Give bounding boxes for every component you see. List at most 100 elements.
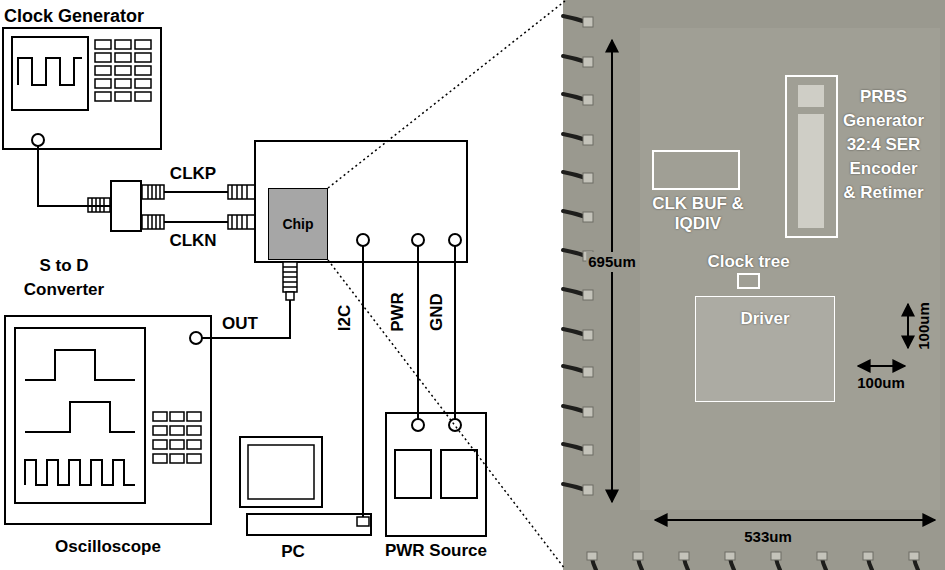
- zoom-line: [328, 260, 565, 569]
- box-text: Chip: [282, 214, 313, 234]
- output-cable: [202, 300, 290, 338]
- clock-cable: [164, 221, 228, 223]
- clock-generator-buttons: [135, 40, 151, 49]
- prbs-block-detail: [798, 85, 824, 107]
- bond-pad: [863, 552, 873, 560]
- zoom-line: [328, 1, 565, 188]
- signal-name: OUT: [222, 314, 258, 334]
- power-terminal: [412, 419, 461, 431]
- wire: [454, 246, 456, 419]
- clock-generator-buttons: [115, 40, 131, 49]
- oscilloscope-screen: [15, 328, 145, 503]
- bond-pad: [583, 330, 593, 340]
- power-display: [395, 450, 477, 498]
- box-heading: PC: [248, 542, 338, 562]
- power-terminal: [412, 419, 424, 431]
- clock-generator-buttons: [135, 92, 151, 101]
- clock-generator-screen: [18, 58, 82, 85]
- oscilloscope-buttons: [170, 426, 184, 435]
- bond-pad: [583, 407, 593, 417]
- oscilloscope-buttons: [153, 426, 167, 435]
- bond-pad: [583, 95, 593, 105]
- clock-generator-screen: [12, 37, 88, 110]
- converter-box: S to D Converter: [110, 180, 142, 232]
- bond-pad: [583, 367, 593, 377]
- circuit-block: Driver: [695, 296, 835, 402]
- oscilloscope-buttons: [153, 440, 167, 449]
- dimension-arrow: [655, 519, 935, 521]
- input-knob: [190, 332, 202, 344]
- pc-monitor: [240, 437, 322, 507]
- oscilloscope-buttons: [153, 412, 167, 421]
- sma-connector: [148, 215, 160, 229]
- clock-generator-buttons: [95, 66, 111, 75]
- sma-connector: [228, 185, 255, 199]
- instrument-box: PWR Source: [385, 412, 487, 537]
- clock-generator-buttons: [95, 53, 111, 62]
- bond-pad: [583, 57, 593, 67]
- signal-name: PWR: [388, 292, 408, 332]
- oscilloscope-buttons: [187, 426, 201, 435]
- wire: [417, 246, 419, 419]
- box-heading: PWR Source: [385, 541, 487, 561]
- circuit-block: Clock tree: [737, 273, 760, 289]
- box-heading: Clock Generator: [4, 6, 144, 26]
- clock-generator-buttons: [95, 40, 111, 49]
- instrument-box: Oscilloscope: [4, 315, 212, 525]
- pc-port: [357, 517, 369, 526]
- oscilloscope-buttons: [187, 412, 201, 421]
- clock-generator-buttons: [135, 79, 151, 88]
- power-display: [441, 450, 477, 498]
- clock-cable: [164, 191, 228, 193]
- power-terminal: [449, 419, 461, 431]
- clock-generator-buttons: [95, 40, 151, 101]
- output-connector: [286, 292, 294, 300]
- board-jack: [449, 234, 461, 246]
- bond-pad: [583, 17, 593, 27]
- dimension-arrow: [612, 40, 935, 520]
- oscilloscope-buttons: [187, 454, 201, 463]
- dimension: 695um: [586, 252, 638, 272]
- box-heading: S to D Converter: [4, 254, 124, 302]
- zoom-line: [328, 1, 565, 569]
- pc-monitor: [248, 445, 314, 499]
- pc-monitor: [240, 437, 322, 507]
- scale-bar-label: 100um: [857, 373, 905, 393]
- die-photo: [640, 28, 940, 510]
- output-connector: [283, 267, 297, 287]
- bond-pad: [771, 552, 781, 560]
- circuit-block: CLK BUF & IQDIV: [652, 150, 740, 190]
- output-connector: [283, 262, 297, 292]
- oscilloscope-buttons: [170, 454, 184, 463]
- oscilloscope-buttons: [187, 440, 201, 449]
- oscilloscope-screen: [25, 402, 135, 432]
- circuit-block: PRBS Generator 32:4 SER Encoder & Retime…: [785, 75, 838, 238]
- dimension-arrow: [907, 304, 909, 348]
- bond-pad: [633, 552, 643, 560]
- board-jack: [412, 234, 424, 246]
- bond-pad: [909, 552, 919, 560]
- sma-connector: [142, 215, 164, 229]
- sma-connector: [142, 185, 164, 199]
- signal-name: I2C: [335, 305, 355, 331]
- wire: [362, 246, 364, 517]
- clock-generator-buttons: [135, 53, 151, 62]
- bond-pad: [583, 445, 593, 455]
- bond-pad: [583, 173, 593, 183]
- test-board: [255, 141, 467, 262]
- oscilloscope-buttons: [170, 440, 184, 449]
- output-knob: [32, 134, 44, 150]
- clock-generator-buttons: [95, 79, 111, 88]
- box-heading: Clock tree: [707, 252, 789, 272]
- box-heading: Oscilloscope: [55, 537, 161, 557]
- bond-pad: [583, 290, 593, 300]
- cable: [38, 150, 110, 206]
- dimension: 533um: [744, 527, 792, 547]
- signal-name: GND: [427, 293, 447, 331]
- output-knob: [32, 134, 44, 146]
- bond-pad: [679, 552, 689, 560]
- sma-connector: [228, 215, 255, 229]
